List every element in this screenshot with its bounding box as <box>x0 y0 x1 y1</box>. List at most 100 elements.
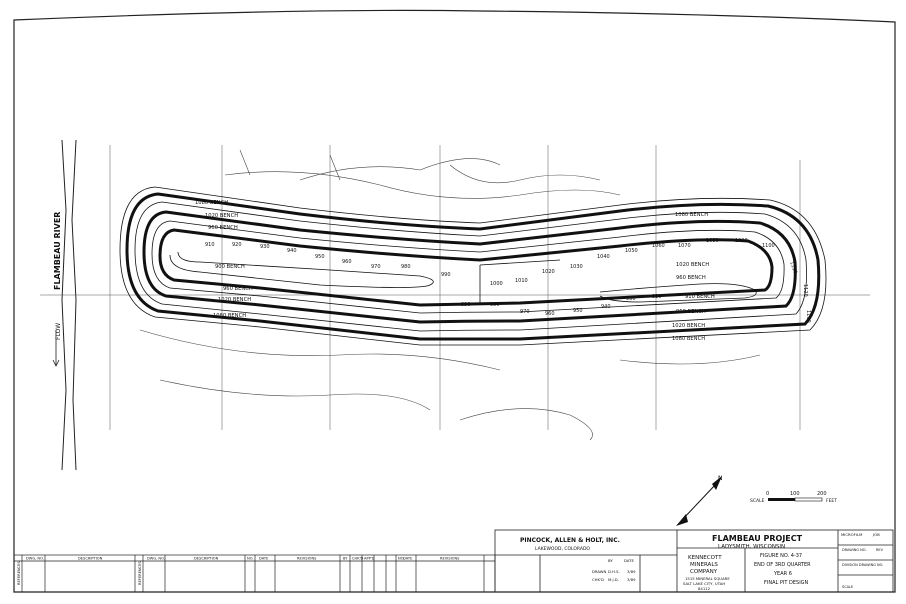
chkd-label: CHK'D <box>592 577 604 582</box>
sheet-border <box>13 9 896 593</box>
elevation-label: 960 <box>342 259 352 265</box>
flow-label: FLOW <box>55 323 62 340</box>
scale-tick: 0 <box>766 491 769 497</box>
elevation-label: 910 <box>205 242 215 248</box>
job-label: JOB <box>872 532 880 537</box>
bench-label: 1080 BENCH <box>213 313 246 319</box>
elevation-label: 1020 <box>542 269 555 275</box>
company-address: 84112 <box>698 586 711 591</box>
company-address: 1515 MINERAL SQUARE <box>685 576 730 581</box>
elevation-label: 1000 <box>490 281 503 287</box>
elevation-label: 1060 <box>652 243 665 249</box>
scale-field-label: SCALE <box>842 585 853 589</box>
elevation-label: 1130 <box>805 310 811 323</box>
bench-label: 900 BENCH <box>215 264 245 270</box>
drawn-label: DRAWN <box>592 569 607 574</box>
north-label: N <box>718 475 723 482</box>
elevation-label: 1090 <box>735 238 748 244</box>
north-arrow-icon: N <box>676 475 723 526</box>
title-block-text: PINCOCK, ALLEN & HOLT, INC. LAKEWOOD, CO… <box>520 532 884 591</box>
date-header: DATE <box>259 557 269 561</box>
description-header: DESCRIPTION <box>194 557 219 561</box>
firm-name: PINCOCK, ALLEN & HOLT, INC. <box>520 537 620 544</box>
chkd-by: M.J.D. <box>608 577 619 582</box>
river-label: FLAMBEAU RIVER <box>53 212 62 290</box>
scale-unit: FEET <box>826 498 837 504</box>
revision-headers: REFERENCES DWG. NO. DESCRIPTION REFERENC… <box>17 557 460 586</box>
project-title: FLAMBEAU PROJECT <box>712 534 803 543</box>
elevation-label: 930 <box>626 296 636 302</box>
bench-label: 960 BENCH <box>208 225 238 231</box>
drawing-no-label: DRAWING NO. <box>842 548 866 552</box>
chkd-header: CHK'D <box>352 557 364 561</box>
drawn-date: 3/89 <box>627 569 636 574</box>
dwg-no-header: DWG. NO. <box>147 557 165 561</box>
elevation-label: 1100 <box>762 243 775 249</box>
bench-label: 960 BENCH <box>223 286 253 292</box>
elevation-label: 970 <box>371 264 381 270</box>
drawn-by: D.H.S. <box>608 569 620 574</box>
revision-block <box>13 554 496 593</box>
company-line: KENNECOTT <box>688 555 722 561</box>
references-label: REFERENCES <box>17 561 21 585</box>
no-header: NO. <box>398 557 405 561</box>
references-label: REFERENCES <box>138 561 142 585</box>
flambeau-river: FLAMBEAU RIVER FLOW <box>52 139 77 471</box>
grid-lines <box>40 145 870 430</box>
date-header: DATE <box>403 557 413 561</box>
design-label: FINAL PIT DESIGN <box>764 580 809 586</box>
bench-label: 1080 BENCH <box>672 336 705 342</box>
company-line: MINERALS <box>690 562 718 568</box>
bench-label: 1080 BENCH <box>675 212 708 218</box>
bench-label: 1020 BENCH <box>205 213 238 219</box>
elevation-labels: 910 920 930 940 950 960 970 980 990 1000… <box>205 238 811 323</box>
elevation-label: 950 <box>573 308 583 314</box>
elevation-label: 940 <box>601 304 611 310</box>
revisions-header: REVISIONS <box>440 557 460 561</box>
project-location: LADYSMITH, WISCONSIN <box>718 544 785 550</box>
bench-label: 1020 BENCH <box>676 262 709 268</box>
elevation-label: 990 <box>441 272 451 278</box>
firm-city: LAKEWOOD, COLORADO <box>535 546 590 552</box>
elevation-label: 1050 <box>625 248 638 254</box>
elevation-label: 940 <box>287 248 297 254</box>
division-drawing-label: DIVISION DRAWING NO. <box>842 563 883 567</box>
elevation-label: 1010 <box>515 278 528 284</box>
microfilm-label: MICROFILM <box>841 532 862 537</box>
bench-label: 1080 BENCH <box>195 200 228 206</box>
flow-arrow-icon <box>52 330 60 367</box>
elevation-label: 1120 <box>802 284 808 297</box>
appd-header: APP'D <box>364 557 375 561</box>
date-header: DATE <box>624 558 634 563</box>
chkd-date: 3/89 <box>627 577 636 582</box>
bench-labels: 1080 BENCH 1020 BENCH 960 BENCH 900 BENC… <box>195 200 715 342</box>
elevation-label: 1030 <box>570 264 583 270</box>
figure-number: FIGURE NO. 4-37 <box>760 553 802 559</box>
scale-tick: 100 <box>790 491 800 497</box>
scale-bar: 0 100 200 SCALE FEET <box>750 491 837 504</box>
bench-label: 910 BENCH <box>685 294 715 300</box>
no-header: NO. <box>247 557 254 561</box>
company-line: COMPANY <box>690 569 718 575</box>
by-header: BY <box>343 557 348 561</box>
revisions-header: REVISIONS <box>297 557 317 561</box>
elevation-label: 950 <box>315 254 325 260</box>
elevation-label: 980 <box>401 264 411 270</box>
topo-contours <box>139 149 761 441</box>
scale-label: SCALE <box>750 498 765 504</box>
elevation-label: 1040 <box>597 254 610 260</box>
bench-label: 1020 BENCH <box>218 297 251 303</box>
description-header: DESCRIPTION <box>78 557 103 561</box>
pit-outer-bench-lines <box>119 186 827 346</box>
elevation-label: 920 <box>652 294 662 300</box>
elevation-label: 990 <box>461 302 471 308</box>
elevation-label: 1110 <box>788 261 798 275</box>
elevation-label: 930 <box>260 244 270 250</box>
quarter-label: END OF 3RD QUARTER <box>754 562 811 568</box>
elevation-label: 920 <box>232 242 242 248</box>
elevation-label: 1070 <box>678 243 691 249</box>
elevation-label: 1080 <box>706 238 719 244</box>
elevation-label: 980 <box>490 302 500 308</box>
